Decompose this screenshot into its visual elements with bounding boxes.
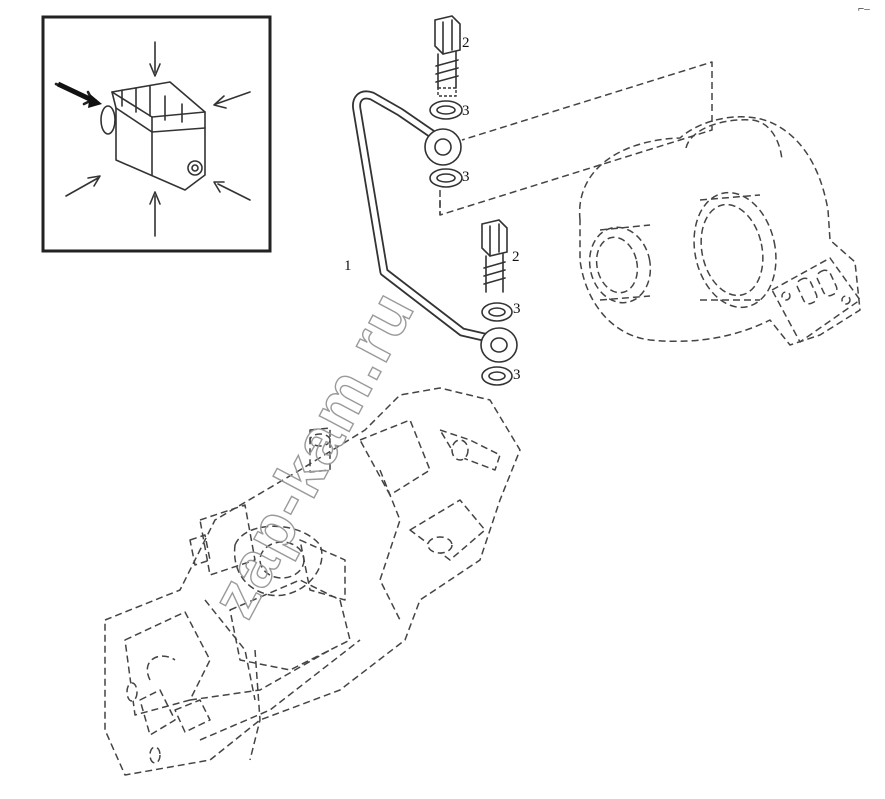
watermark: zap-kam.ru xyxy=(197,279,429,629)
top-banjo-bolt xyxy=(434,15,461,97)
alignment-guide-line xyxy=(439,61,713,216)
bottom-banjo-fitting xyxy=(480,327,518,363)
callout-washer-2: 3 xyxy=(462,169,470,185)
bottom-washer-upper xyxy=(481,302,513,322)
callout-pipe: 1 xyxy=(344,258,352,274)
oil-feed-pipe xyxy=(352,90,518,363)
callout-bolt-top: 2 xyxy=(462,35,470,51)
bottom-washer-lower xyxy=(481,366,513,386)
engine-block-outline xyxy=(104,387,521,776)
top-washer-lower xyxy=(429,168,463,188)
bottom-banjo-bolt xyxy=(481,219,508,293)
inset-filter-view xyxy=(41,15,272,253)
top-washer-upper xyxy=(429,100,463,120)
corner-mark: ⌐– xyxy=(858,3,870,15)
callout-bolt-bottom: 2 xyxy=(512,249,520,265)
filter-block-icon xyxy=(100,81,206,191)
inset-frame xyxy=(41,15,272,253)
turbocharger-outline xyxy=(578,116,861,346)
callout-washer-4: 3 xyxy=(513,367,521,383)
inset-arrows xyxy=(54,41,251,237)
callout-washer-3: 3 xyxy=(513,301,521,317)
callout-washer-1: 3 xyxy=(462,103,470,119)
top-banjo-fitting xyxy=(424,128,462,166)
